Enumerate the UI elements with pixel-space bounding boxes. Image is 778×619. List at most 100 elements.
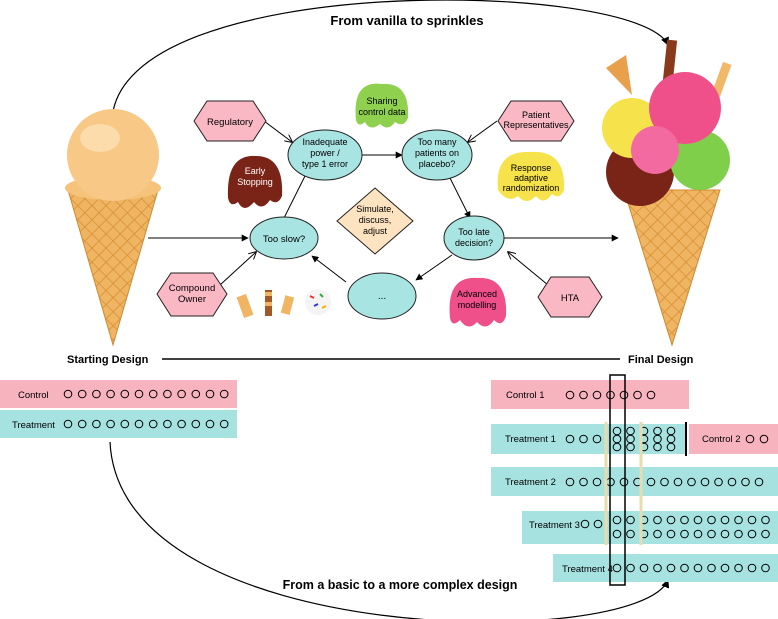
patient-circle (700, 477, 710, 487)
patient-circle (593, 519, 603, 529)
patient-circle (707, 515, 716, 525)
patient-circle (666, 563, 676, 573)
patient-circle (626, 529, 635, 539)
patient-circle (612, 563, 622, 573)
center-label-1: Simulate, (356, 204, 394, 214)
placebo-label-3: placebo? (419, 159, 456, 169)
patient-circle (163, 419, 172, 429)
stakeholder-regulatory: Regulatory (193, 100, 267, 142)
patient-circle (612, 442, 622, 452)
patient-circle (592, 477, 602, 487)
patient-circle (741, 477, 750, 487)
start-treatment-circles (63, 419, 229, 429)
top-arc-arrow (111, 0, 669, 121)
advanced-label-1: Advanced (457, 289, 497, 299)
rar-label-2: adaptive (514, 173, 548, 183)
power-label-3: type 1 error (302, 159, 348, 169)
patient-circle (134, 419, 144, 429)
patient-circle (720, 529, 730, 539)
patient-circle (205, 389, 215, 399)
link-hta (508, 252, 549, 286)
more-label: ... (378, 291, 386, 302)
early-label-2: Stopping (237, 177, 273, 187)
final-treatment3-label: Treatment 3 (529, 520, 580, 531)
patient-circle (653, 515, 662, 525)
patient-circle (653, 529, 662, 539)
patient-circle (626, 442, 635, 452)
arrow-placebo-to-late (447, 173, 471, 219)
patient-circle (106, 419, 115, 429)
final-treatment1-label: Treatment 1 (505, 434, 556, 445)
center-label-3: adjust (363, 226, 388, 236)
link-patient-reps (468, 120, 498, 142)
bottom-arc-arrow (109, 441, 670, 619)
compound-owner-label-1: Compound (169, 283, 215, 294)
topping-sharing-scoop-icon: Sharing control data (355, 83, 409, 128)
issue-slow: Too slow? (249, 216, 319, 260)
patient-circle (191, 419, 201, 429)
title-top: From vanilla to sprinkles (330, 13, 483, 28)
final-control2-label: Control 2 (702, 434, 741, 445)
rar-label-1: Response (511, 163, 552, 173)
sharing-label-1: Sharing (366, 96, 397, 106)
start-control-label: Control (18, 390, 49, 401)
arrow-slow-to-power (281, 169, 309, 223)
patient-circle (612, 515, 622, 525)
patient-circle (693, 563, 703, 573)
title-bottom: From a basic to a more complex design (283, 578, 518, 592)
patient-circle (92, 389, 101, 399)
issue-power: Inadequate power / type 1 error (287, 129, 363, 181)
patient-circle (666, 442, 676, 452)
placebo-label-2: patients on (415, 148, 459, 158)
patient-circle (666, 529, 676, 539)
patient-circle (714, 477, 723, 487)
start-arm-treatment: Treatment (0, 410, 237, 438)
patient-circle (707, 563, 716, 573)
patient-circle (579, 477, 588, 487)
patient-circle (745, 434, 755, 444)
patient-circle (633, 390, 642, 400)
patient-circle (579, 434, 588, 444)
patient-circle (680, 515, 689, 525)
patient-circle (761, 529, 770, 539)
sprinkle-cone-icon (602, 39, 732, 347)
start-control-circles (63, 389, 229, 399)
patient-circle (660, 477, 669, 487)
stakeholder-compound-owner: Compound Owner (156, 272, 228, 317)
final-control1-label: Control 1 (506, 390, 545, 401)
patient-circle (148, 419, 158, 429)
topping-rar-scoop-icon: Response adaptive randomization (497, 151, 565, 201)
patient-circle (565, 390, 575, 400)
final-treatment4-label: Treatment 4 (562, 564, 613, 575)
power-label-2: power / (310, 148, 340, 158)
final-arm-control2: Control 2 (689, 424, 778, 454)
issue-placebo: Too many patients on placebo? (401, 129, 473, 181)
final-arm-treatment2: Treatment 2 (491, 467, 778, 496)
patient-circle (77, 389, 87, 399)
patient-circle (653, 442, 662, 452)
hta-label: HTA (561, 293, 580, 304)
patient-circle (219, 419, 229, 429)
issue-late: Too late decision? (443, 215, 505, 261)
patient-circle (592, 434, 602, 444)
patient-circle (106, 389, 115, 399)
patient-circle (639, 563, 649, 573)
topping-early-stopping-scoop-icon: Early Stopping (227, 155, 283, 208)
patient-circle (163, 389, 172, 399)
patient-circle (77, 419, 87, 429)
patient-circle (580, 519, 590, 529)
patient-circle (747, 515, 757, 525)
sharing-label-2: control data (358, 107, 405, 117)
final-treatment2-label: Treatment 2 (505, 477, 556, 488)
patient-circle (177, 419, 186, 429)
patient-circle (612, 529, 622, 539)
patient-circle (653, 563, 662, 573)
patient-circle (579, 390, 588, 400)
patient-circle (707, 529, 716, 539)
patient-reps-label-2: Representatives (503, 120, 569, 130)
patient-circle (565, 434, 575, 444)
patient-circle (219, 389, 229, 399)
patient-circle (148, 389, 158, 399)
patient-circle (63, 419, 73, 429)
patient-circle (592, 390, 602, 400)
